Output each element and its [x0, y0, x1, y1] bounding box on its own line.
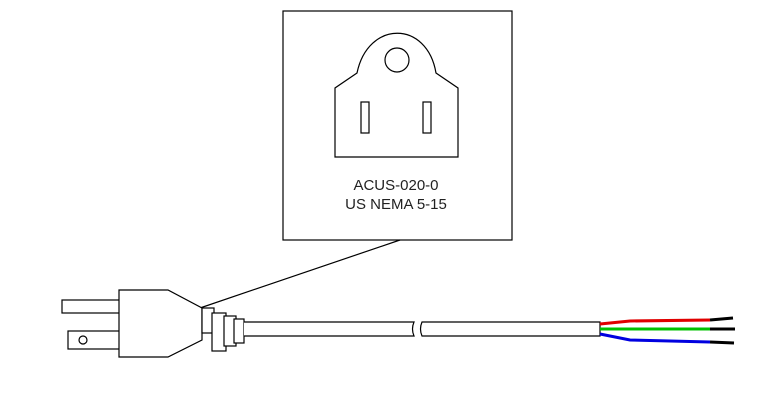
prong-top [61, 299, 121, 314]
cable-segment-right [419, 321, 601, 337]
prong-bottom [67, 330, 121, 350]
standard-label: US NEMA 5-15 [345, 196, 447, 213]
mounting-hole [384, 47, 410, 73]
plug-body [118, 289, 203, 358]
part-number-label: ACUS-020-0 [353, 177, 438, 194]
wire-tip-red [709, 316, 734, 322]
wire-blue [599, 332, 711, 344]
prong-hole [78, 335, 88, 345]
wire-group [599, 316, 735, 345]
cable-segment-left [244, 321, 415, 337]
wire-tip-blue [709, 340, 735, 345]
strain-relief [201, 307, 245, 352]
wire-red [599, 318, 711, 326]
slot-left [360, 101, 370, 134]
slot-right [422, 101, 432, 134]
leader-line [199, 239, 401, 309]
